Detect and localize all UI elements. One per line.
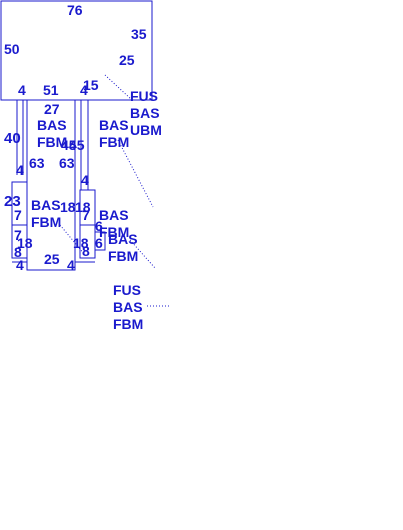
dimension-label: 7: [82, 207, 90, 223]
dimension-label: 4: [18, 82, 26, 98]
callout-fus-bas-ubm: FUS BAS UBM: [130, 88, 162, 138]
dimension-label: 18: [17, 235, 33, 251]
callout-bas-fbm: BAS FBM: [99, 207, 130, 240]
callout-bas-fbm: BAS FBM: [99, 117, 130, 150]
dimension-label: 18: [60, 199, 76, 215]
top-box: [0, 0, 153, 101]
leader-line-left: [59, 224, 86, 256]
dimension-label: 6: [95, 235, 103, 251]
right-side-tab: [95, 231, 106, 251]
dimension-label: 8: [82, 243, 90, 259]
callout-bas-fbm: BAS FBM: [37, 117, 68, 150]
bottom-bar: [12, 261, 95, 271]
callout-bas-fbm: BAS FBM: [108, 231, 139, 264]
dimension-label: 23: [4, 193, 21, 210]
dimension-label: 4: [80, 82, 88, 98]
left-lower-plate: [11, 181, 28, 259]
dimension-label: 51: [43, 82, 59, 98]
callout-fus-bas-fbm: FUS BAS FBM: [113, 282, 144, 332]
dimension-label: 63: [59, 155, 75, 171]
dimension-label: 25: [44, 251, 60, 267]
dimension-label: 4: [16, 162, 24, 178]
dimension-label: 4: [67, 257, 75, 273]
dimension-label: 63: [29, 155, 45, 171]
dimension-label: 4: [16, 257, 24, 273]
dimension-label: 35: [131, 26, 147, 42]
dimension-label: 7: [14, 207, 22, 223]
dimension-label: 18: [73, 235, 89, 251]
leader-line-mid: [129, 239, 156, 269]
callout-bas-fbm: BAS FBM: [31, 197, 62, 230]
dimension-label: 40: [4, 130, 21, 147]
dimension-label: 6: [95, 218, 103, 234]
dimension-label: 7: [14, 227, 22, 243]
dimension-label: 27: [44, 101, 60, 117]
leader-line-upper: [117, 139, 154, 208]
dimension-label: 25: [119, 52, 135, 68]
right-flange: [80, 100, 89, 190]
dimension-label: 45: [61, 137, 77, 153]
dimension-label: 4: [81, 172, 89, 188]
left-flange: [16, 100, 24, 175]
dimension-label: 18: [75, 199, 91, 215]
dimension-label: 15: [83, 77, 99, 93]
dimension-label: 76: [67, 2, 83, 18]
dimension-label: 8: [14, 244, 22, 260]
leader-line-ubm: [104, 74, 133, 101]
dimension-label: 45: [69, 137, 85, 153]
right-lower-plate: [79, 189, 96, 259]
dimension-label: 50: [4, 41, 20, 57]
